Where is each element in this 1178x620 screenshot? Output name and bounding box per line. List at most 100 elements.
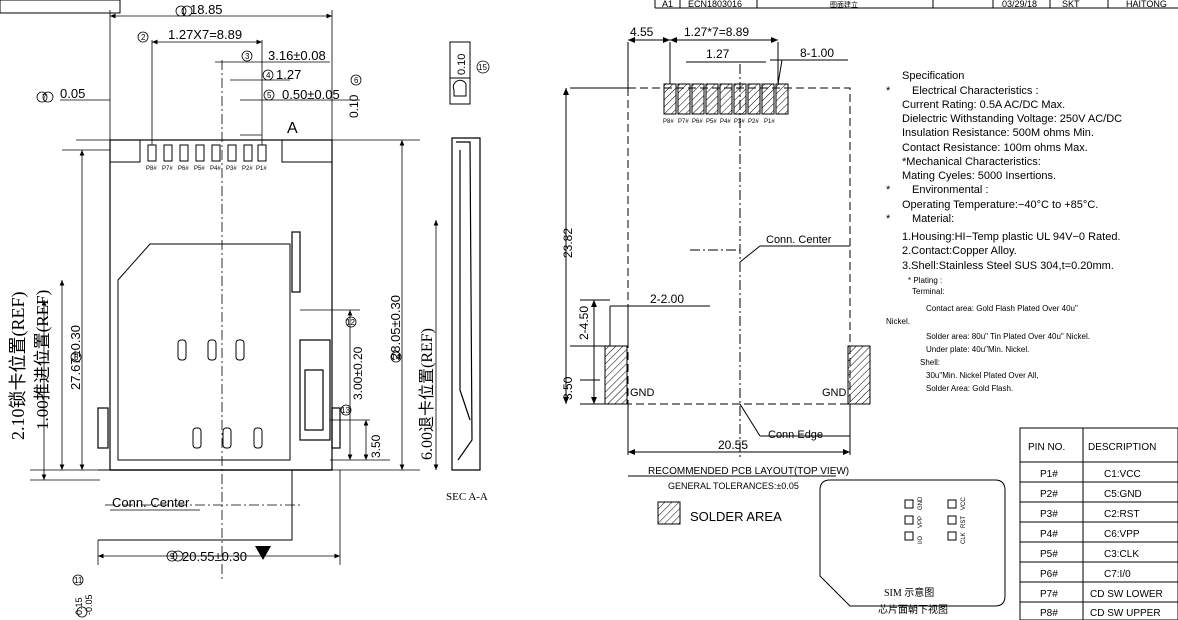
spec-line: Environmental :	[912, 184, 988, 196]
pcb-pin-label: P4#	[720, 119, 731, 125]
pcb-pin-label: P1#	[764, 119, 775, 125]
spec-line: 1.Housing:HI−Temp plastic UL 94V−0 Rated…	[902, 231, 1121, 243]
spec-line: Operating Temperature:−40°C to +85°C.	[902, 199, 1098, 211]
pin-table-cell: CD SW UPPER	[1090, 608, 1161, 619]
balloon-7: 7	[42, 93, 47, 102]
pin-label: P4#	[210, 166, 221, 172]
balloon-1: 1	[181, 7, 186, 16]
pin-table-header: DESCRIPTION	[1088, 442, 1156, 453]
push-ref: 1.00推进位置(REF)	[33, 290, 52, 430]
pcb-legend-label: SOLDER AREA	[690, 509, 782, 524]
balloon-13: 13	[341, 406, 350, 415]
spec-line: Solder Area: Gold Flash.	[926, 384, 1013, 393]
spec-line: Terminal:	[912, 287, 944, 296]
balloon-8: 8	[74, 353, 79, 362]
spec-line: Current Rating: 0.5A AC/DC Max.	[902, 99, 1065, 111]
dim-flat: 0.05	[60, 86, 85, 101]
balloon-5: 5	[267, 91, 272, 100]
title-date: 03/29/18	[1002, 0, 1037, 9]
dim-3-00: 3.00±0.20	[351, 346, 365, 400]
balloon-3: 3	[245, 52, 250, 61]
pin-table-cell: CD SW LOWER	[1090, 589, 1163, 600]
pin-table	[1019, 427, 1178, 620]
spec-line: * Plating :	[908, 276, 942, 285]
spec-line: *Mechanical Characteristics:	[902, 156, 1041, 168]
pin-table-cell: C5:GND	[1104, 489, 1142, 500]
balloon-11: 11	[74, 576, 83, 585]
pcb-conn-edge: Conn Edge	[768, 429, 823, 441]
pin-table-text: PIN NO. DESCRIPTION P1# C1:VCC P2# C5:GN…	[1028, 442, 1163, 619]
pcb-dim-2-450: 2-4.50	[577, 306, 591, 340]
dim-bottom-width: 20.55±0.30	[182, 549, 247, 564]
pin-table-cell: C6:VPP	[1104, 529, 1140, 540]
pin-label: P6#	[178, 166, 189, 172]
pin-table-cell: C7:I/0	[1104, 569, 1131, 580]
pin-label: P3#	[226, 166, 237, 172]
left-vertical-texts: 27.67±0.30 28.05±0.30 3.00±0.20 3.50 0.1…	[8, 94, 436, 615]
dim-overall-width: 18.85	[190, 2, 223, 17]
pin-label: P5#	[194, 166, 205, 172]
pin-table-cell: P4#	[1040, 529, 1058, 540]
spec-line: Contact Resistance: 100m ohms Max.	[902, 142, 1088, 154]
pcb-tolerance: GENERAL TOLERANCES:±0.05	[668, 481, 799, 491]
small-tol: 0.15	[74, 597, 84, 615]
pin-label: P2#	[242, 166, 253, 172]
balloon-15: 15	[478, 63, 487, 72]
spec-block: Specification * Electrical Characteristi…	[886, 70, 1122, 393]
datum-triangle	[255, 546, 271, 560]
pin-table-header: PIN NO.	[1028, 442, 1065, 453]
balloon-6: 6	[354, 76, 359, 85]
sim-pad-labels: GND VPP I/O VCC RST CLK	[918, 496, 967, 544]
sim-label-vpp: VPP	[918, 516, 924, 528]
pcb-dim-4-55: 4.55	[630, 25, 654, 39]
section-a-label: A	[287, 120, 298, 137]
pcb-pin-label: P5#	[706, 119, 717, 125]
dim-3-50: 3.50	[369, 434, 383, 458]
center-lines	[105, 60, 300, 580]
pcb-dim-pitch: 1.27*7=8.89	[684, 25, 749, 39]
pcb-pin-label: P2#	[748, 119, 759, 125]
pcb-dim-23-82: 23.82	[561, 228, 575, 258]
spec-bullet: *	[886, 85, 891, 97]
pin-label: P7#	[162, 166, 173, 172]
dim-top-vert: 0.10	[347, 94, 361, 118]
spec-line: Mating Cyeles: 5000 Insertions.	[902, 170, 1056, 182]
pcb-pin-label: P8#	[663, 119, 674, 125]
pcb-dim-8-100: 8-1.00	[800, 46, 834, 60]
pin-table-cell: C3:CLK	[1104, 549, 1139, 560]
balloons	[36, 5, 490, 618]
solder-area-swatch	[657, 501, 681, 525]
pin-label: P8#	[146, 166, 157, 172]
connector-outline	[97, 139, 341, 541]
spec-line: Solder area: 80u" Tin Plated Over 40u" N…	[926, 332, 1090, 341]
spec-line: Nickel.	[886, 317, 910, 326]
spec-bullet: *	[886, 184, 891, 196]
sim-caption-2: 芯片面朝下视图	[878, 603, 948, 616]
sim-label-vcc: VCC	[961, 497, 967, 510]
pcb-pin-labels: P8# P7# P6# P5# P4# P3# P2# P1#	[663, 119, 775, 125]
balloon-14: 14	[391, 353, 400, 362]
spec-line: Electrical Characteristics :	[912, 85, 1039, 97]
section-view	[451, 137, 481, 471]
left-dimension-lines	[30, 10, 439, 565]
flatness-value: 0.10	[456, 54, 468, 75]
pin-table-cell: P6#	[1040, 569, 1058, 580]
spec-line: Material:	[912, 213, 954, 225]
title-ecn: ECN1803016	[688, 0, 742, 9]
spec-line: Insulation Resistance: 500M ohms Min.	[902, 127, 1094, 139]
connector-pin-labels: P8# P7# P6# P5# P4# P3# P2# P1#	[146, 166, 267, 172]
pcb-pin-label: P3#	[734, 119, 745, 125]
spec-line: 2.Contact:Copper Alloy.	[902, 245, 1017, 257]
pin-label: P1#	[256, 166, 267, 172]
pin-table-cell: C2:RST	[1104, 509, 1140, 520]
pcb-vertical-texts: 23.82 2-4.50 3.50	[561, 228, 591, 400]
spec-line: Specification	[902, 70, 964, 82]
sim-label-io: I/O	[918, 536, 924, 544]
balloon-4: 4	[266, 71, 271, 80]
balloon-9: 9	[170, 552, 175, 561]
pcb-outline	[563, 37, 851, 477]
dim-height: 27.67±0.30	[68, 325, 83, 390]
pcb-pin-label: P6#	[692, 119, 703, 125]
pin-table-cell: P5#	[1040, 549, 1058, 560]
